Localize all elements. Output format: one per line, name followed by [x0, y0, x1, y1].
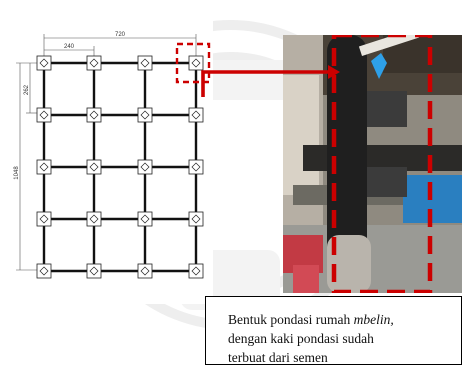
caption-box: Bentuk pondasi rumah mbelin, dengan kaki… [205, 296, 462, 365]
footing-square [137, 159, 153, 175]
footing-square [36, 263, 52, 279]
plan-dim-top-span: 240 [64, 44, 75, 50]
foundation-post-photo [283, 35, 462, 293]
caption-line-1: Bentuk pondasi rumah mbelin, [228, 312, 394, 327]
post-diamond [140, 110, 150, 120]
caption-line-3: terbuat dari semen [228, 350, 328, 365]
post-diamond [89, 110, 99, 120]
foundation-grid-plan: 720 240 1048 262 [6, 8, 213, 304]
footing-square [137, 107, 153, 123]
plan-dim-top-total: 720 [115, 32, 126, 38]
post-diamond [140, 162, 150, 172]
post-diamond [39, 214, 49, 224]
footing-square [86, 55, 102, 71]
footing-square [137, 263, 153, 279]
footing-square [188, 55, 204, 71]
footing-square [188, 211, 204, 227]
plan-dim-left-total: 1048 [14, 166, 20, 180]
post-diamond [89, 162, 99, 172]
post-diamond [39, 110, 49, 120]
footing-square [36, 159, 52, 175]
post-diamond [39, 162, 49, 172]
plan-dim-left-span: 262 [24, 84, 30, 95]
post-diamond [39, 58, 49, 68]
footing-markers [36, 55, 204, 279]
post-diamond [191, 58, 201, 68]
footing-square [86, 211, 102, 227]
footing-square [137, 211, 153, 227]
footing-square [86, 263, 102, 279]
post-diamond [89, 266, 99, 276]
highlight-box-photo [331, 35, 433, 293]
footing-square [36, 107, 52, 123]
post-diamond [39, 266, 49, 276]
post-diamond [191, 266, 201, 276]
caption-line-2: dengan kaki pondasi sudah [228, 331, 374, 346]
footing-square [86, 107, 102, 123]
post-diamond [191, 214, 201, 224]
footing-square [36, 55, 52, 71]
post-diamond [140, 214, 150, 224]
footing-square [137, 55, 153, 71]
highlight-box-plan [175, 42, 211, 84]
post-diamond [191, 162, 201, 172]
footing-square [86, 159, 102, 175]
footing-square [188, 159, 204, 175]
grid-beams [42, 61, 198, 273]
footing-square [188, 107, 204, 123]
post-diamond [89, 214, 99, 224]
post-diamond [89, 58, 99, 68]
post-diamond [140, 58, 150, 68]
post-diamond [140, 266, 150, 276]
footing-square [36, 211, 52, 227]
caption-italic-term: mbelin, [353, 312, 394, 327]
post-diamond [191, 110, 201, 120]
footing-square [188, 263, 204, 279]
